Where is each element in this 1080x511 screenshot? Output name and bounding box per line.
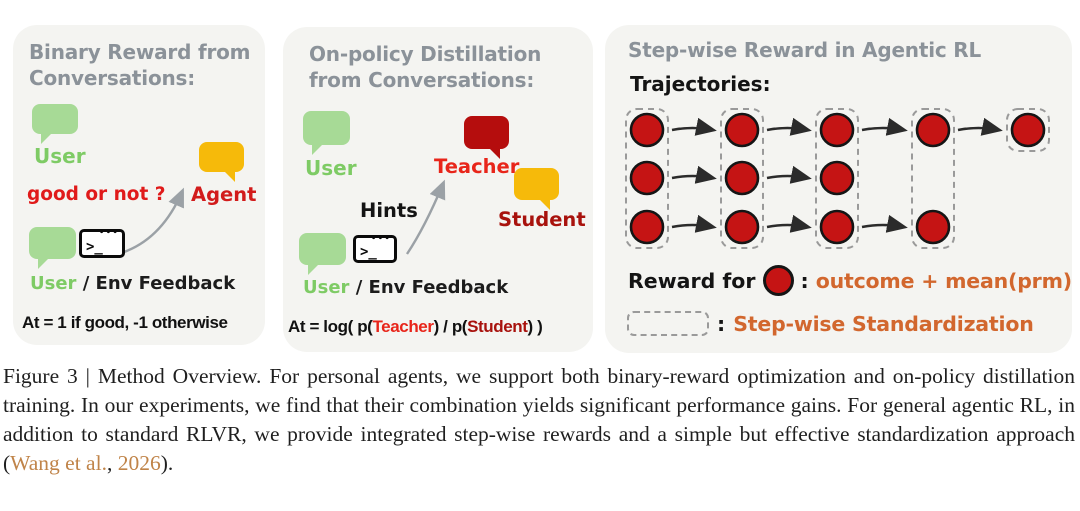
terminal-icon: ••• >_	[353, 234, 397, 263]
citation-authors-link[interactable]: Wang et al.	[10, 451, 107, 475]
trajectory-node	[629, 160, 665, 196]
stepwise-box	[911, 108, 955, 249]
arrow-icon	[766, 117, 812, 136]
trajectory-node	[629, 112, 665, 148]
terminal-dots-icon: •••	[98, 228, 119, 238]
panel-onpolicy-distillation: On-policy Distillation from Conversation…	[283, 27, 593, 352]
formula-prefix: At = log( p(	[288, 317, 373, 336]
terminal-icon: ••• >_	[79, 228, 125, 258]
stepwise-box	[815, 108, 859, 249]
distill-formula: At = log( p(Teacher) / p(Student) )	[288, 317, 543, 337]
feedback-rest-label: / Env Feedback	[349, 277, 509, 298]
formula-teacher: Teacher	[372, 317, 434, 336]
feedback-user-label: User	[30, 273, 77, 294]
reward-colon: :	[800, 268, 809, 293]
panel-distill-title: On-policy Distillation from Conversation…	[309, 42, 542, 93]
trajectory-node	[819, 209, 855, 245]
formula-student: Student	[467, 317, 528, 336]
trajectory-node	[724, 209, 760, 245]
dashed-box-icon	[627, 311, 709, 336]
arrow-icon	[671, 117, 717, 136]
arrow-icon	[957, 117, 1003, 136]
trajectory-node	[724, 112, 760, 148]
trajectories-label: Trajectories:	[630, 72, 771, 96]
hints-label: Hints	[360, 199, 418, 222]
reward-value: outcome + mean(prm)	[815, 268, 1072, 293]
trajectory-node-icon	[762, 265, 794, 296]
stepwise-box	[625, 108, 669, 249]
standardization-legend-row: : Step-wise Standardization	[627, 311, 1034, 336]
reward-legend-row: Reward for : outcome + mean(prm)	[628, 265, 1072, 296]
feedback-rest-label: / Env Feedback	[76, 273, 236, 294]
panel-binary-reward: Binary Reward from Conversations: User g…	[13, 25, 265, 345]
arrow-icon	[861, 117, 908, 136]
caption-text-after: ).	[160, 451, 174, 475]
feedback-line: User / Env Feedback	[30, 273, 235, 294]
arrow-icon	[406, 179, 446, 255]
trajectory-node	[1010, 112, 1046, 148]
trajectory-node	[629, 209, 665, 245]
teacher-bubble-icon	[464, 116, 509, 159]
arrow-icon	[123, 187, 184, 254]
arrow-icon	[766, 214, 812, 233]
agent-label: Agent	[191, 183, 257, 206]
trajectory-node	[819, 112, 855, 148]
formula-suffix: ) )	[527, 317, 543, 336]
stepwise-box	[720, 108, 764, 249]
figure-caption: Figure 3 | Method Overview. For personal…	[3, 362, 1075, 478]
reward-label: Reward for	[628, 268, 756, 293]
trajectory-node	[915, 112, 951, 148]
feedback-line: User / Env Feedback	[303, 277, 508, 298]
agent-bubble-icon	[199, 142, 244, 182]
trajectory-node	[724, 160, 760, 196]
arrow-icon	[671, 214, 717, 233]
user-bubble-icon	[29, 227, 76, 269]
arrow-icon	[766, 165, 812, 184]
terminal-prompt-icon: >_	[360, 244, 377, 260]
user-bubble-icon	[303, 111, 350, 155]
user-label: User	[305, 156, 357, 180]
caption-text-before: Figure 3 | Method Overview. For personal…	[3, 364, 1075, 475]
terminal-dots-icon: •••	[370, 234, 391, 244]
question-label: good or not ?	[27, 184, 166, 205]
user-label: User	[34, 144, 86, 168]
teacher-label: Teacher	[434, 155, 520, 178]
terminal-prompt-icon: >_	[86, 239, 103, 255]
arrow-icon	[861, 214, 908, 233]
legend-colon: :	[717, 311, 726, 336]
trajectory-grid	[625, 108, 1050, 249]
student-bubble-icon	[514, 168, 559, 210]
panel-stepwise-title: Step-wise Reward in Agentic RL	[628, 38, 982, 62]
trajectory-node	[819, 160, 855, 196]
trajectory-node	[915, 209, 951, 245]
user-bubble-icon	[299, 233, 346, 275]
panel-stepwise-reward: Step-wise Reward in Agentic RL Trajector…	[605, 25, 1072, 353]
citation-separator: ,	[106, 451, 118, 475]
stepwise-box	[1006, 108, 1050, 152]
binary-formula: At = 1 if good, -1 otherwise	[22, 313, 228, 332]
citation-year-link[interactable]: 2026	[117, 451, 161, 475]
formula-mid: ) / p(	[433, 317, 468, 336]
panel-binary-title: Binary Reward from Conversations:	[29, 40, 251, 91]
user-bubble-icon	[32, 104, 78, 144]
feedback-user-label: User	[303, 277, 350, 298]
legend-value: Step-wise Standardization	[733, 311, 1034, 336]
arrow-icon	[671, 165, 717, 184]
student-label: Student	[498, 208, 586, 231]
